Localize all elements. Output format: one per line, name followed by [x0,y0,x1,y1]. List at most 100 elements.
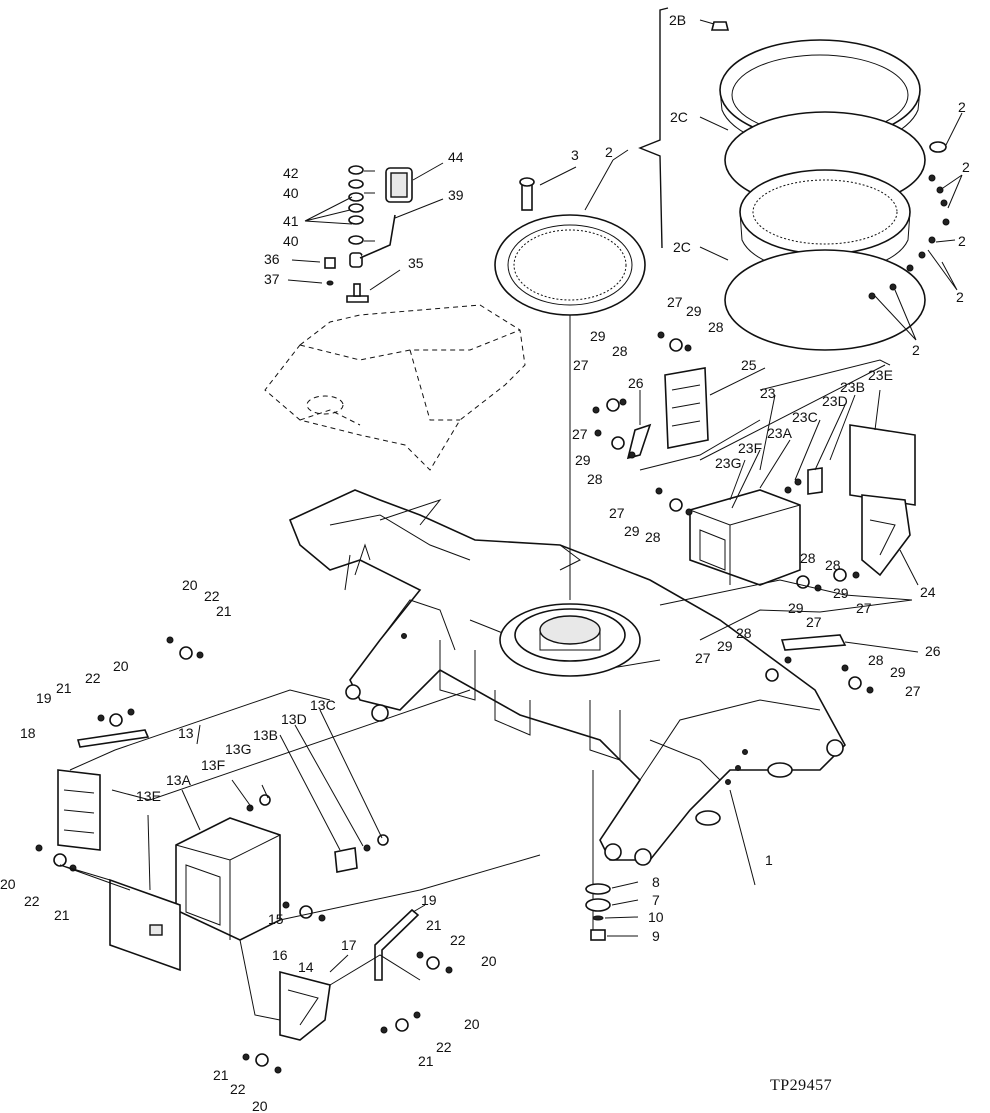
callout-27-b: 27 [573,357,589,373]
callout-21-c: 21 [54,907,70,923]
callout-21-d: 21 [426,917,442,933]
callout-23: 23 [760,385,776,401]
callout-13B: 13B [253,727,278,743]
leader-lines [147,19,963,973]
callout-22-a: 22 [204,588,220,604]
callout-42: 42 [283,165,299,181]
callout-27-a: 27 [667,294,683,310]
callout-22-c: 22 [24,893,40,909]
callout-28-e: 28 [800,550,816,566]
callout-28-f: 28 [825,557,841,573]
callout-21-e: 21 [418,1053,434,1069]
callout-13C: 13C [310,697,336,713]
callout-36: 36 [264,251,280,267]
callout-39: 39 [448,187,464,203]
callout-25: 25 [741,357,757,373]
main-frame [288,489,846,866]
callout-1: 1 [765,852,773,868]
callout-20-d: 20 [481,953,497,969]
callout-20-a: 20 [182,577,198,593]
callout-28-g: 28 [736,625,752,641]
lower-hardware [585,770,611,941]
callout-22-f: 22 [230,1081,246,1097]
callout-21-f: 21 [213,1067,229,1083]
callout-26-b: 26 [925,643,941,659]
callout-13E: 13E [136,788,161,804]
callout-28-b: 28 [612,343,628,359]
callout-22-e: 22 [436,1039,452,1055]
callout-29-c: 29 [575,452,591,468]
drawing-reference-id: TP29457 [770,1077,832,1094]
callout-7: 7 [652,892,660,908]
callout-27-f: 27 [806,614,822,630]
left-side-parts [35,636,541,1074]
callout-27-d: 27 [609,505,625,521]
callout-28-h: 28 [868,652,884,668]
callout-23G: 23G [715,455,741,471]
callout-13G: 13G [225,741,251,757]
callout-20-f: 20 [252,1098,268,1113]
callout-21-a: 21 [216,603,232,619]
callout-17: 17 [341,937,357,953]
callout-26-a: 26 [628,375,644,391]
callout-8: 8 [652,874,660,890]
callout-28-a: 28 [708,319,724,335]
callout-3: 3 [571,147,579,163]
callout-9: 9 [652,928,660,944]
callout-13F: 13F [201,757,225,773]
callout-23E: 23E [868,367,893,383]
callout-29-g: 29 [717,638,733,654]
callout-14: 14 [298,959,314,975]
callout-16: 16 [272,947,288,963]
callout-21-b: 21 [56,680,72,696]
callout-35: 35 [408,255,424,271]
bearing-exploded-stack [638,7,950,351]
callout-2-right-c: 2 [958,233,966,249]
callout-13A: 13A [166,772,192,788]
callout-20-c: 20 [0,876,16,892]
callout-37: 37 [264,271,280,287]
callout-40-a: 40 [283,185,299,201]
callout-41: 41 [283,213,299,229]
callout-20-e: 20 [464,1016,480,1032]
callout-29-b: 29 [590,328,606,344]
callout-2C-upper: 2C [670,109,688,125]
callout-27-h: 27 [905,683,921,699]
callout-22-d: 22 [450,932,466,948]
swing-bearing [494,177,646,600]
callout-27-c: 27 [572,426,588,442]
callout-40-b: 40 [283,233,299,249]
callout-24: 24 [920,584,936,600]
callout-29-d: 29 [624,523,640,539]
callout-28-d: 28 [645,529,661,545]
callout-29-h: 29 [890,664,906,680]
handle-assembly [324,165,413,303]
callout-44: 44 [448,149,464,165]
callout-2C-lower: 2C [673,239,691,255]
callout-27-e: 27 [856,600,872,616]
upper-structure-outline [264,304,526,471]
callout-13: 13 [178,725,194,741]
callout-20-b: 20 [113,658,129,674]
callout-23C: 23C [792,409,818,425]
callout-2-right-d: 2 [956,289,964,305]
callout-23D: 23D [822,393,848,409]
callout-28-c: 28 [587,471,603,487]
callout-2-right-e: 2 [912,342,920,358]
callout-29-a: 29 [686,303,702,319]
callout-19-b: 19 [421,892,437,908]
callout-13D: 13D [281,711,307,727]
callout-23B: 23B [840,379,865,395]
callout-10: 10 [648,909,664,925]
callout-29-e: 29 [788,600,804,616]
callout-27-g: 27 [695,650,711,666]
callout-22-b: 22 [85,670,101,686]
callout-15: 15 [268,911,284,927]
callout-23A: 23A [767,425,793,441]
callout-2-right-a: 2 [958,99,966,115]
callout-19-a: 19 [36,690,52,706]
callout-29-f: 29 [833,585,849,601]
callout-labels: 2B 2C 2C 2 2 2 2 2 2 3 42 40 41 40 36 37… [0,12,970,1113]
callout-23F: 23F [738,440,762,456]
